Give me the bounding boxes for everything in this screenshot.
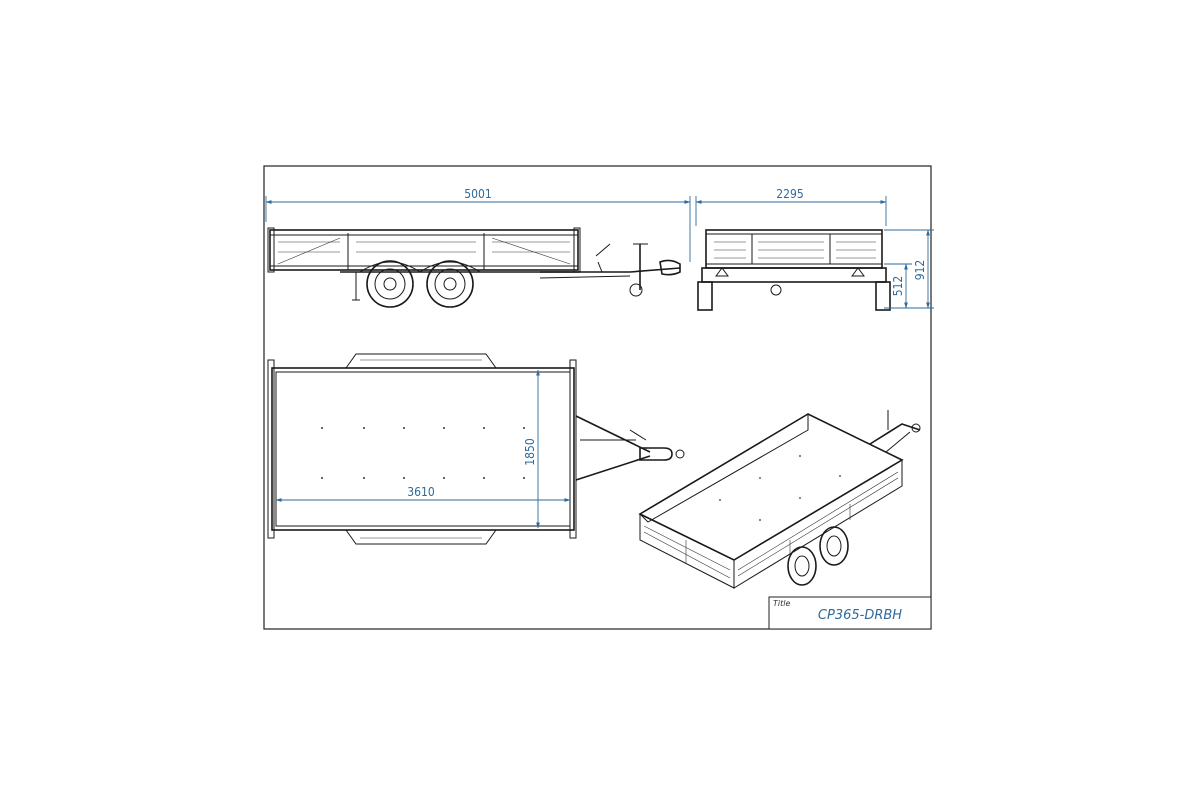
overall-width-dimension: 2295	[695, 187, 887, 226]
side-view	[267, 227, 681, 308]
rear-view	[697, 229, 891, 311]
deck-length-dimension: 3610	[275, 485, 571, 502]
deck-width-dimension: 1850	[523, 369, 540, 529]
title-block-label: Title	[773, 599, 790, 608]
top-view	[267, 353, 685, 545]
deck-height-label: 512	[891, 276, 905, 297]
total-height-label: 912	[913, 260, 927, 281]
title-block: Title CP365-DRBH	[768, 596, 932, 630]
title-block-value: CP365-DRBH	[818, 608, 902, 623]
drawing-frame	[263, 165, 932, 630]
overall-length-dimension: 5001	[265, 187, 691, 262]
isometric-view	[638, 410, 921, 589]
deck-width-label: 1850	[523, 438, 537, 466]
overall-length-label: 5001	[464, 187, 491, 201]
overall-width-label: 2295	[776, 187, 803, 201]
height-dimensions: 912 512	[884, 229, 934, 309]
deck-length-label: 3610	[407, 485, 435, 499]
